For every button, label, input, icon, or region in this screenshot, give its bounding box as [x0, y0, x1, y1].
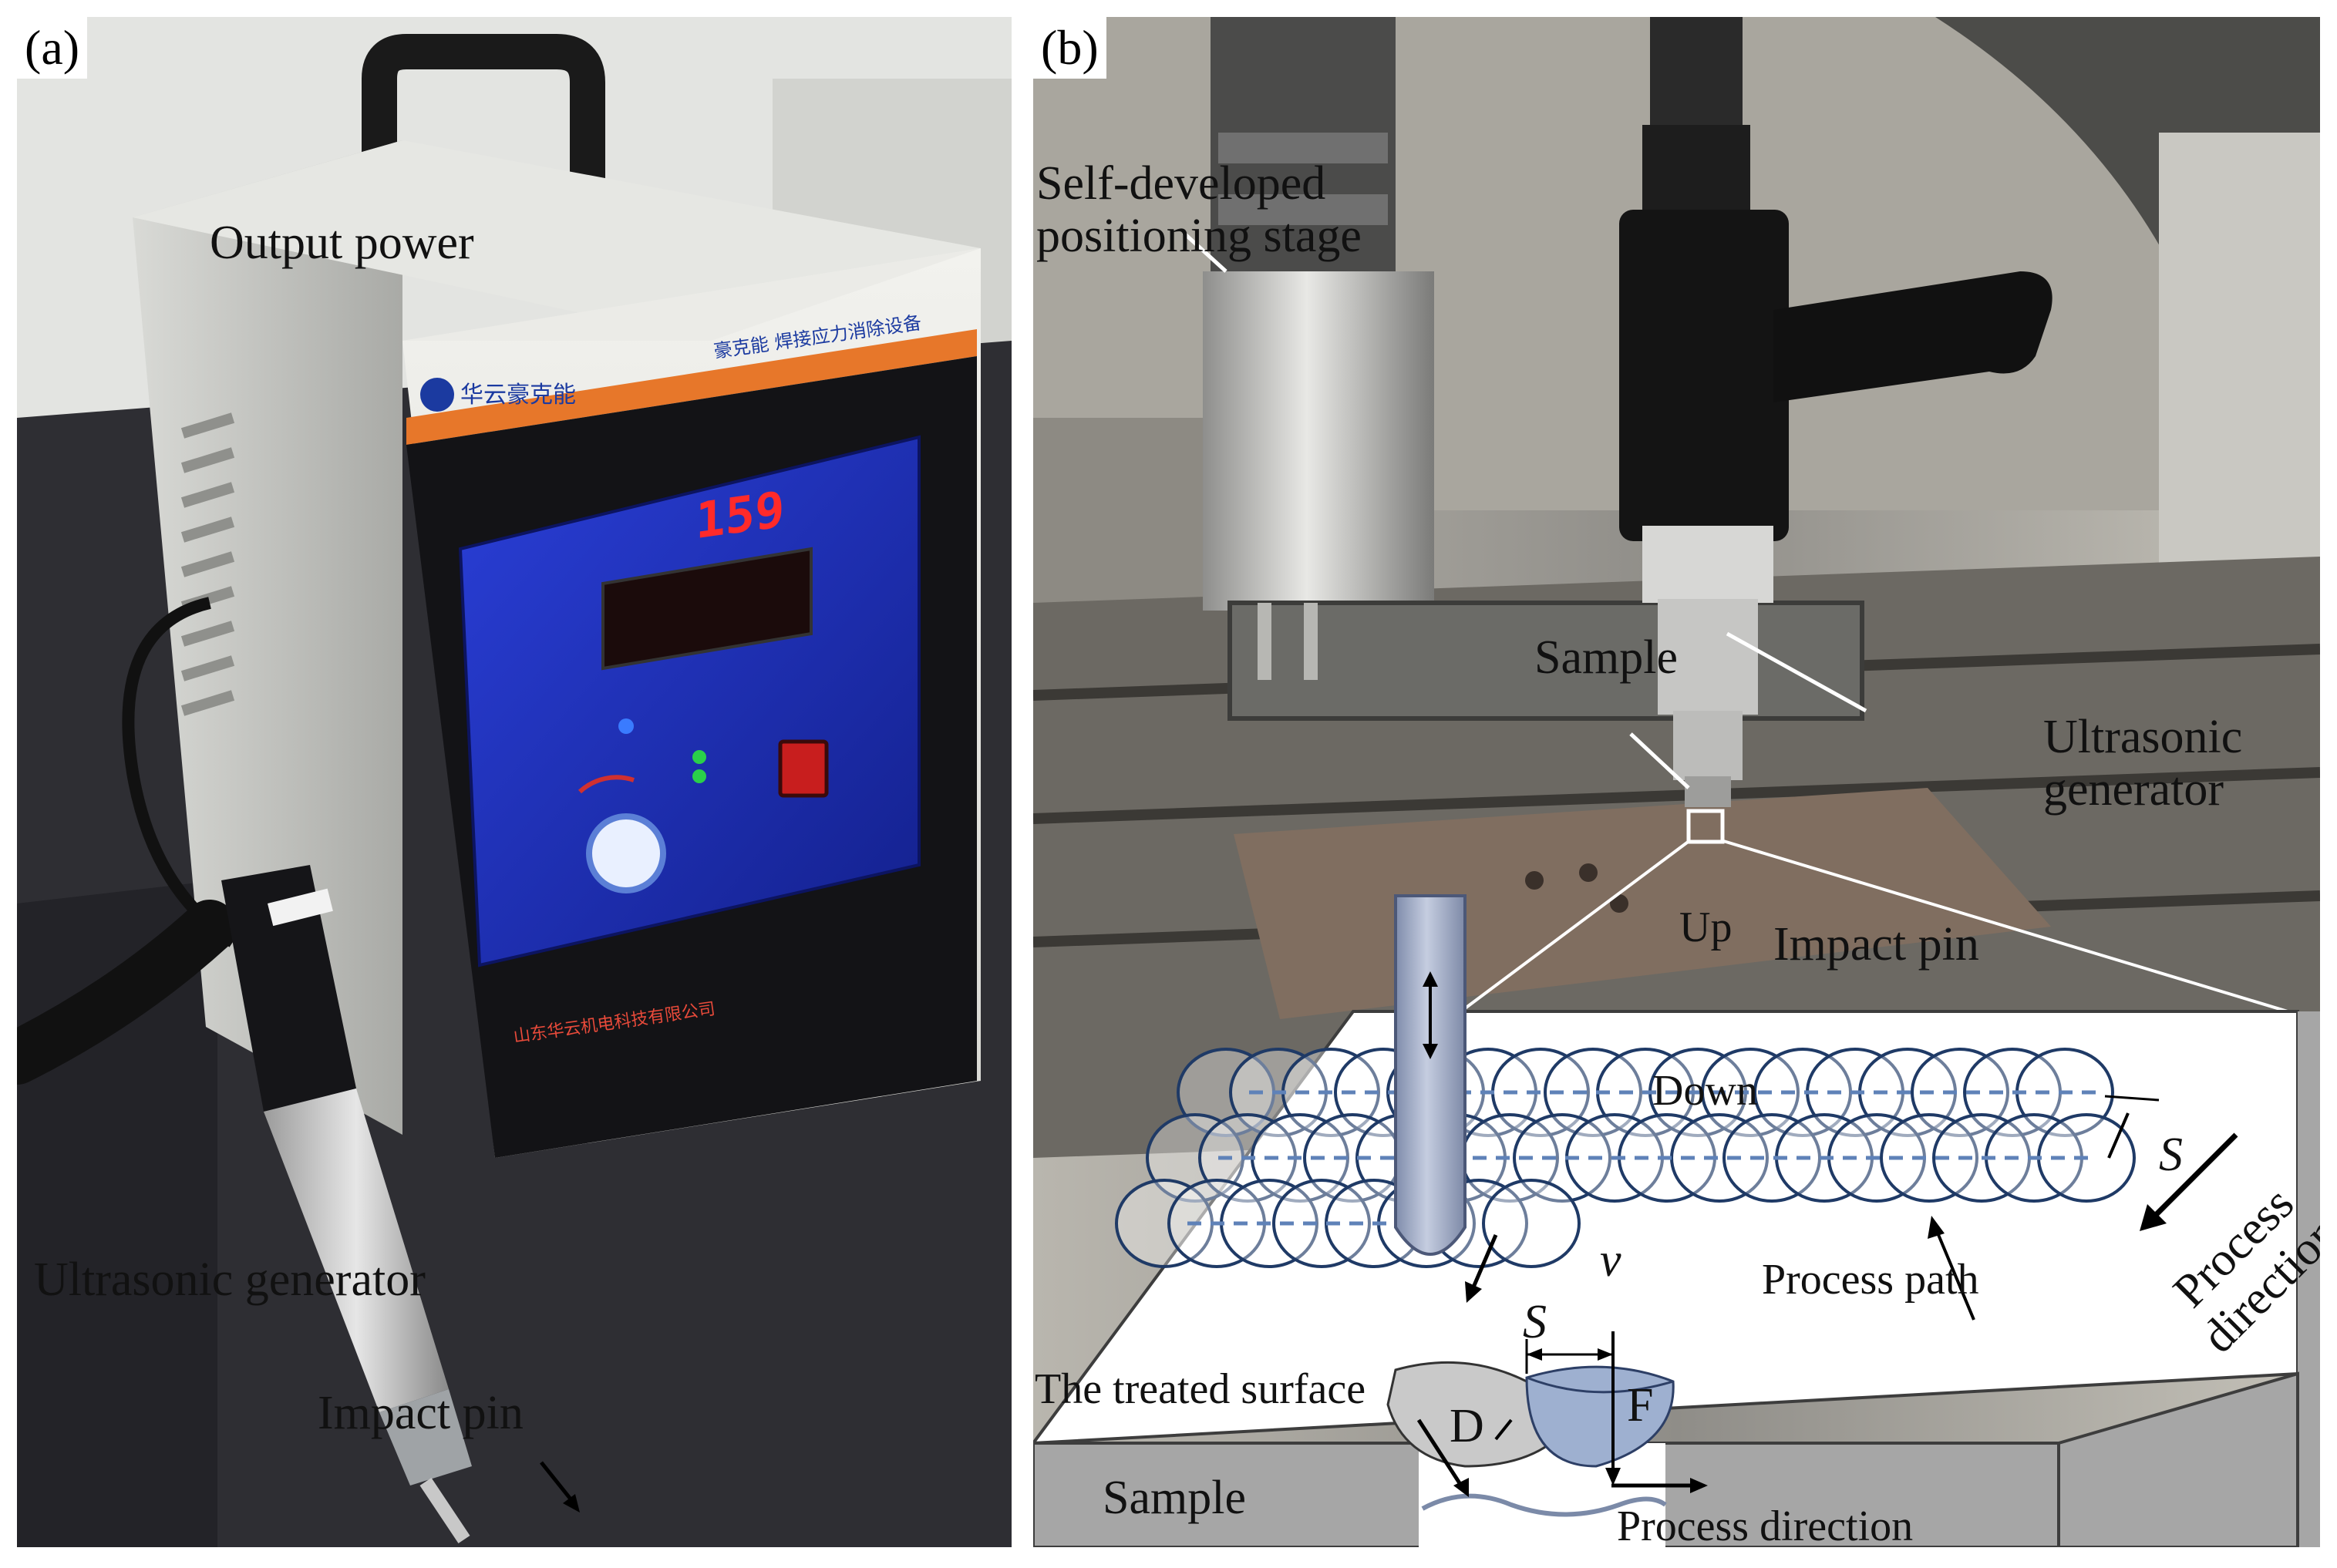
ultrasonic-generator-body: [1619, 210, 1789, 541]
panel-label-b: (b): [1033, 17, 1106, 79]
label-spacing-s-right: S: [2159, 1129, 2183, 1181]
label-ultrasonic-generator-b: Ultrasonic generator: [2043, 711, 2242, 816]
label-ultrasonic-generator-line2: generator: [2043, 763, 2224, 816]
label-ultrasonic-generator-line1: Ultrasonic: [2043, 711, 2243, 763]
label-down: Down: [1652, 1067, 1758, 1115]
label-treated-surface: The treated surface: [1035, 1365, 1366, 1413]
schematic-impact-pin: [1394, 894, 1467, 1256]
label-sample-top: Sample: [1534, 631, 1678, 684]
label-positioning-stage: Self-developed positioning stage: [1036, 157, 1362, 262]
label-sample-bottom: Sample: [1103, 1472, 1246, 1524]
dimple-circle: [1272, 1179, 1371, 1268]
power-switch: [778, 739, 829, 798]
label-spacing-s-bottom: S: [1523, 1296, 1547, 1348]
label-positioning-stage-line2: positioning stage: [1036, 210, 1362, 263]
status-led-blue: [618, 718, 634, 734]
barcode-label: [268, 888, 333, 927]
setup-photo-with-schematic: [1033, 17, 2320, 1547]
brand-logo: [420, 378, 454, 412]
status-led-green-2: [692, 769, 706, 783]
current-adjust-knob: [586, 813, 666, 893]
power-display-reading: 159: [695, 480, 785, 550]
dimple-circle: [1880, 1113, 1978, 1203]
device-brand-text: 华云豪克能: [460, 382, 576, 409]
panel-label-a: (a): [17, 17, 88, 79]
label-up: Up: [1679, 903, 1733, 951]
label-positioning-stage-line1: Self-developed: [1036, 157, 1326, 210]
label-velocity: v: [1600, 1234, 1621, 1287]
generator-handle: [1773, 271, 2052, 402]
label-ultrasonic-generator-a: Ultrasonic generator: [34, 1253, 426, 1306]
zoom-region-box: [1686, 809, 1725, 844]
dimple-circle: [1482, 1179, 1581, 1268]
label-depth-d: D: [1450, 1400, 1484, 1452]
label-process-direction-bottom: Process direction: [1617, 1502, 1914, 1547]
label-force-f: F: [1627, 1379, 1654, 1432]
label-impact-pin-b: Impact pin: [1773, 918, 1979, 971]
status-led-green: [692, 750, 706, 764]
ultrasonic-device-photo: 华云豪克能 豪克能 焊接应力消除设备 159 山东华云机电科技有限公司: [17, 17, 1012, 1547]
label-process-path: Process path: [1762, 1256, 1979, 1304]
photo-panel-a: 华云豪克能 豪克能 焊接应力消除设备 159 山东华云机电科技有限公司 (a) …: [17, 17, 1012, 1547]
process-schematic: [1033, 1010, 2320, 1547]
label-impact-pin-a: Impact pin: [318, 1387, 524, 1439]
impact-pin-tip: [419, 1478, 470, 1543]
positioning-stage-block: [1203, 271, 1434, 611]
photo-panel-b: (b) Self-developed positioning stage Sam…: [1033, 17, 2320, 1547]
label-output-power: Output power: [210, 217, 474, 269]
